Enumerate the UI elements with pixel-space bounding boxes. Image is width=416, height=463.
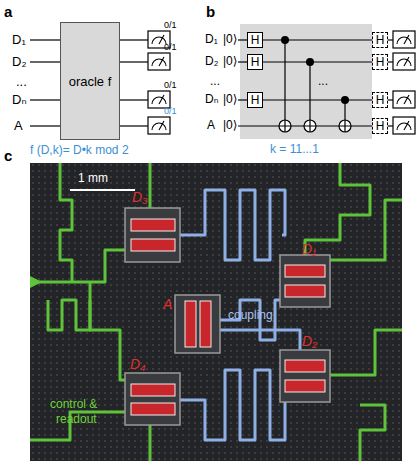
figure-label: D₁ (302, 242, 317, 256)
figure-label: c (4, 148, 12, 163)
figure-label: Dₙ (205, 93, 218, 105)
figure-label: ... (210, 75, 220, 87)
figure-label: readout (56, 413, 97, 425)
figure-label: 0/1 (164, 107, 177, 116)
figure-label: |0⟩ (223, 33, 237, 45)
node-text: H (251, 55, 260, 69)
hadamard-gate: H (247, 32, 263, 48)
figure-label: 0/1 (164, 81, 177, 90)
figure-label: A (163, 297, 172, 311)
figure-label: D₂ (205, 55, 218, 67)
hadamard-gate: H (247, 54, 263, 70)
qubit-wire (263, 61, 372, 62)
figure-label: D₄ (130, 357, 146, 371)
node-text: H (376, 55, 385, 69)
figure-label: A (207, 119, 215, 131)
qubit-wire (263, 39, 372, 40)
figure-label: D₁ (12, 33, 26, 46)
figure-label: D₁ (205, 33, 218, 45)
figure-label: 0/1 (164, 43, 177, 52)
figure-label: D₃ (132, 190, 148, 204)
figure-label: A (14, 119, 23, 132)
shaded-region (240, 24, 372, 139)
cnot-gates (279, 36, 351, 132)
figure-label: a (4, 4, 12, 19)
figure-label: ... (16, 75, 27, 88)
hadamard-gate: H (372, 92, 388, 108)
qubits (125, 208, 330, 425)
figure-label: coupling (228, 309, 273, 321)
figure-label: Dₙ (12, 93, 27, 106)
figure-label: |0⟩ (223, 119, 237, 131)
figure-label: b (206, 4, 215, 19)
figure-label: f (D,k)= D•k mod 2 (30, 144, 129, 156)
meter-symbols-b (393, 31, 415, 134)
node-text: H (376, 119, 385, 133)
node-text: oracle f (69, 74, 112, 89)
figure-label: D₂ (12, 55, 26, 68)
hadamard-gate: H (247, 92, 263, 108)
oracle-box: oracle f (60, 22, 120, 140)
node-text: H (376, 93, 385, 107)
node-text: H (251, 33, 260, 47)
figure-label: 0/1 (164, 21, 177, 30)
circuit-wires (238, 40, 393, 132)
node-text: H (251, 93, 260, 107)
figure-label: ... (318, 75, 328, 87)
figure-label: |0⟩ (223, 93, 237, 105)
figure-label: control & (50, 398, 97, 410)
hadamard-gate: H (372, 118, 388, 134)
figure-label: k = 11...1 (270, 143, 319, 155)
chip-photo (30, 163, 402, 461)
node-text: H (376, 33, 385, 47)
figure-label: |0⟩ (223, 55, 237, 67)
hadamard-gate: H (372, 32, 388, 48)
figure-label: 1 mm (78, 172, 108, 184)
qubit-wire (263, 99, 372, 100)
figure-label: D₂ (302, 334, 317, 348)
hadamard-gate: H (372, 54, 388, 70)
